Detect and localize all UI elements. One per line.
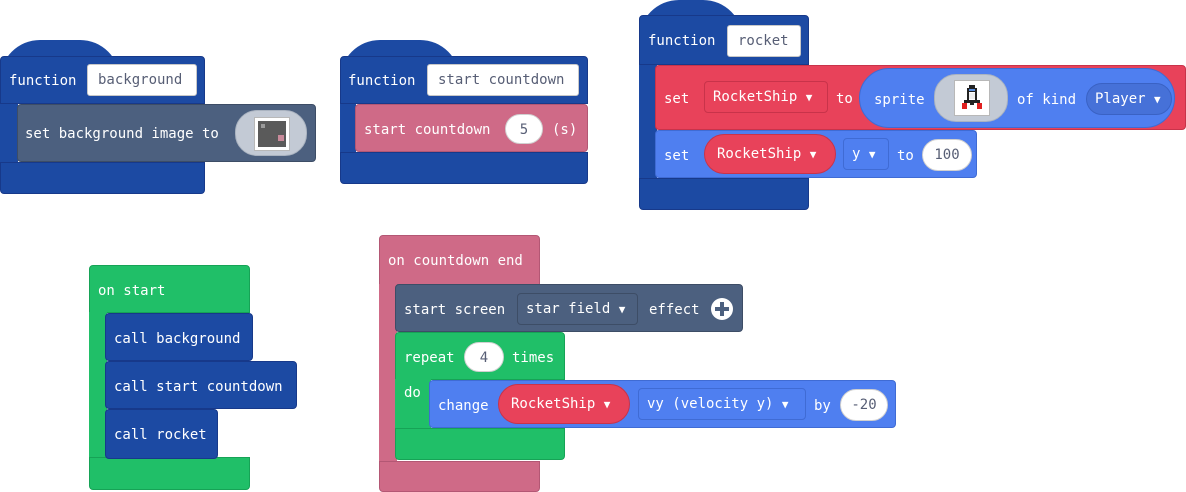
change-value-input[interactable]: -20 bbox=[840, 389, 888, 421]
event-label: on start bbox=[98, 283, 166, 299]
to-label: to bbox=[836, 91, 853, 107]
function-keyword: function bbox=[348, 73, 416, 89]
chevron-down-icon: ▼ bbox=[805, 91, 813, 104]
property-dropdown[interactable]: vy (velocity y) ▼ bbox=[638, 388, 806, 420]
start-screen-label: start screen bbox=[404, 302, 506, 318]
sprite-variable-reporter[interactable]: RocketShip ▼ bbox=[498, 384, 630, 424]
function-name-input[interactable]: start countdown bbox=[427, 64, 579, 96]
seconds-unit-label: (s) bbox=[552, 122, 578, 138]
variable-name: RocketShip bbox=[713, 89, 798, 105]
set-label: set bbox=[664, 91, 690, 107]
change-label: change bbox=[438, 398, 489, 414]
call-start-countdown-block[interactable]: call start countdown bbox=[105, 361, 297, 409]
chevron-down-icon: ▼ bbox=[618, 303, 626, 316]
image-picker[interactable] bbox=[235, 110, 307, 156]
call-label: call background bbox=[114, 331, 241, 347]
event-label: on countdown end bbox=[388, 253, 523, 269]
property-name: y bbox=[852, 146, 861, 162]
add-parameter-icon[interactable] bbox=[710, 297, 734, 321]
sprite-label: sprite bbox=[874, 92, 925, 108]
repeat-count-input[interactable]: 4 bbox=[464, 342, 504, 372]
function-keyword: function bbox=[9, 73, 77, 89]
effect-dropdown[interactable]: star field ▼ bbox=[517, 293, 638, 325]
variable-dropdown[interactable]: RocketShip ▼ bbox=[704, 81, 828, 113]
effect-name: star field bbox=[526, 301, 611, 317]
set-label: set bbox=[664, 148, 690, 164]
call-label: call rocket bbox=[114, 427, 207, 443]
to-label: to bbox=[897, 148, 914, 164]
times-label: times bbox=[512, 350, 555, 366]
property-name: vy (velocity y) bbox=[647, 396, 774, 412]
function-keyword: function bbox=[648, 33, 716, 49]
statement-label: start countdown bbox=[364, 122, 491, 138]
chevron-down-icon: ▼ bbox=[1154, 93, 1161, 106]
variable-name: RocketShip bbox=[511, 396, 596, 412]
repeat-block[interactable]: repeat 4 times bbox=[395, 332, 565, 380]
sprite-variable-reporter[interactable]: RocketShip ▼ bbox=[704, 134, 836, 174]
kind-name: Player bbox=[1095, 91, 1146, 107]
repeat-label: repeat bbox=[404, 350, 455, 366]
chevron-down-icon: ▼ bbox=[603, 398, 611, 411]
statement-label: set background image to bbox=[25, 126, 219, 142]
set-background-image-block[interactable]: set background image to bbox=[17, 104, 316, 162]
kind-dropdown[interactable]: Player ▼ bbox=[1086, 83, 1172, 115]
property-dropdown[interactable]: y ▼ bbox=[843, 138, 889, 170]
start-countdown-block[interactable]: start countdown 5 (s) bbox=[355, 104, 588, 152]
function-name-input[interactable]: background bbox=[87, 64, 197, 96]
rocket-sprite-icon bbox=[954, 80, 990, 116]
of-kind-label: of kind bbox=[1017, 92, 1077, 108]
call-label: call start countdown bbox=[114, 379, 283, 395]
change-property-block[interactable]: change RocketShip ▼ vy (velocity y) ▼ by… bbox=[429, 380, 896, 428]
set-sprite-block[interactable]: set RocketShip ▼ to sprite bbox=[655, 65, 1186, 130]
by-label: by bbox=[814, 398, 831, 414]
effect-label: effect bbox=[649, 302, 700, 318]
sprite-of-kind-block[interactable]: sprite of bbox=[859, 68, 1175, 128]
sprite-image-picker[interactable] bbox=[934, 74, 1008, 122]
call-rocket-block[interactable]: call rocket bbox=[105, 409, 218, 459]
do-label: do bbox=[404, 385, 421, 401]
y-value-input[interactable]: 100 bbox=[922, 139, 972, 171]
chevron-down-icon: ▼ bbox=[781, 398, 789, 411]
chevron-down-icon: ▼ bbox=[809, 148, 817, 161]
variable-name: RocketShip bbox=[717, 146, 802, 162]
chevron-down-icon: ▼ bbox=[868, 148, 876, 161]
start-screen-effect-block[interactable]: start screen star field ▼ effect bbox=[395, 284, 743, 332]
function-name-input[interactable]: rocket bbox=[727, 25, 801, 57]
background-image-thumbnail bbox=[254, 117, 290, 151]
set-sprite-property-block[interactable]: set RocketShip ▼ y ▼ to 100 bbox=[655, 130, 977, 178]
call-background-block[interactable]: call background bbox=[105, 313, 253, 361]
countdown-seconds-input[interactable]: 5 bbox=[505, 114, 543, 144]
